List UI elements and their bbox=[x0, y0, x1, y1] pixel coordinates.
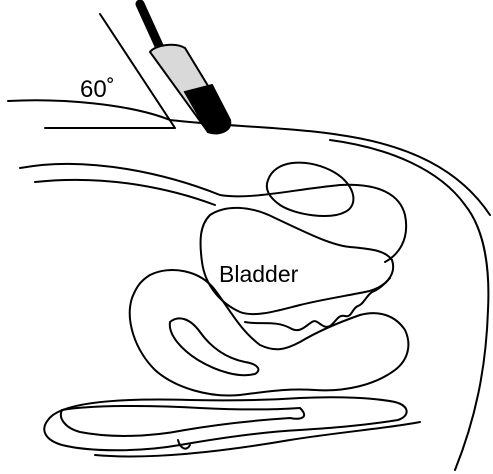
rectum-lower-curve bbox=[95, 422, 420, 457]
rectum-inner-outline bbox=[61, 406, 304, 436]
angle-label: 60˚ bbox=[80, 76, 115, 103]
uterus-inner-outline bbox=[170, 318, 259, 375]
abdominal-skin-outline bbox=[8, 100, 490, 215]
body-back-outline bbox=[330, 140, 488, 470]
bladder-label: Bladder bbox=[219, 261, 299, 287]
